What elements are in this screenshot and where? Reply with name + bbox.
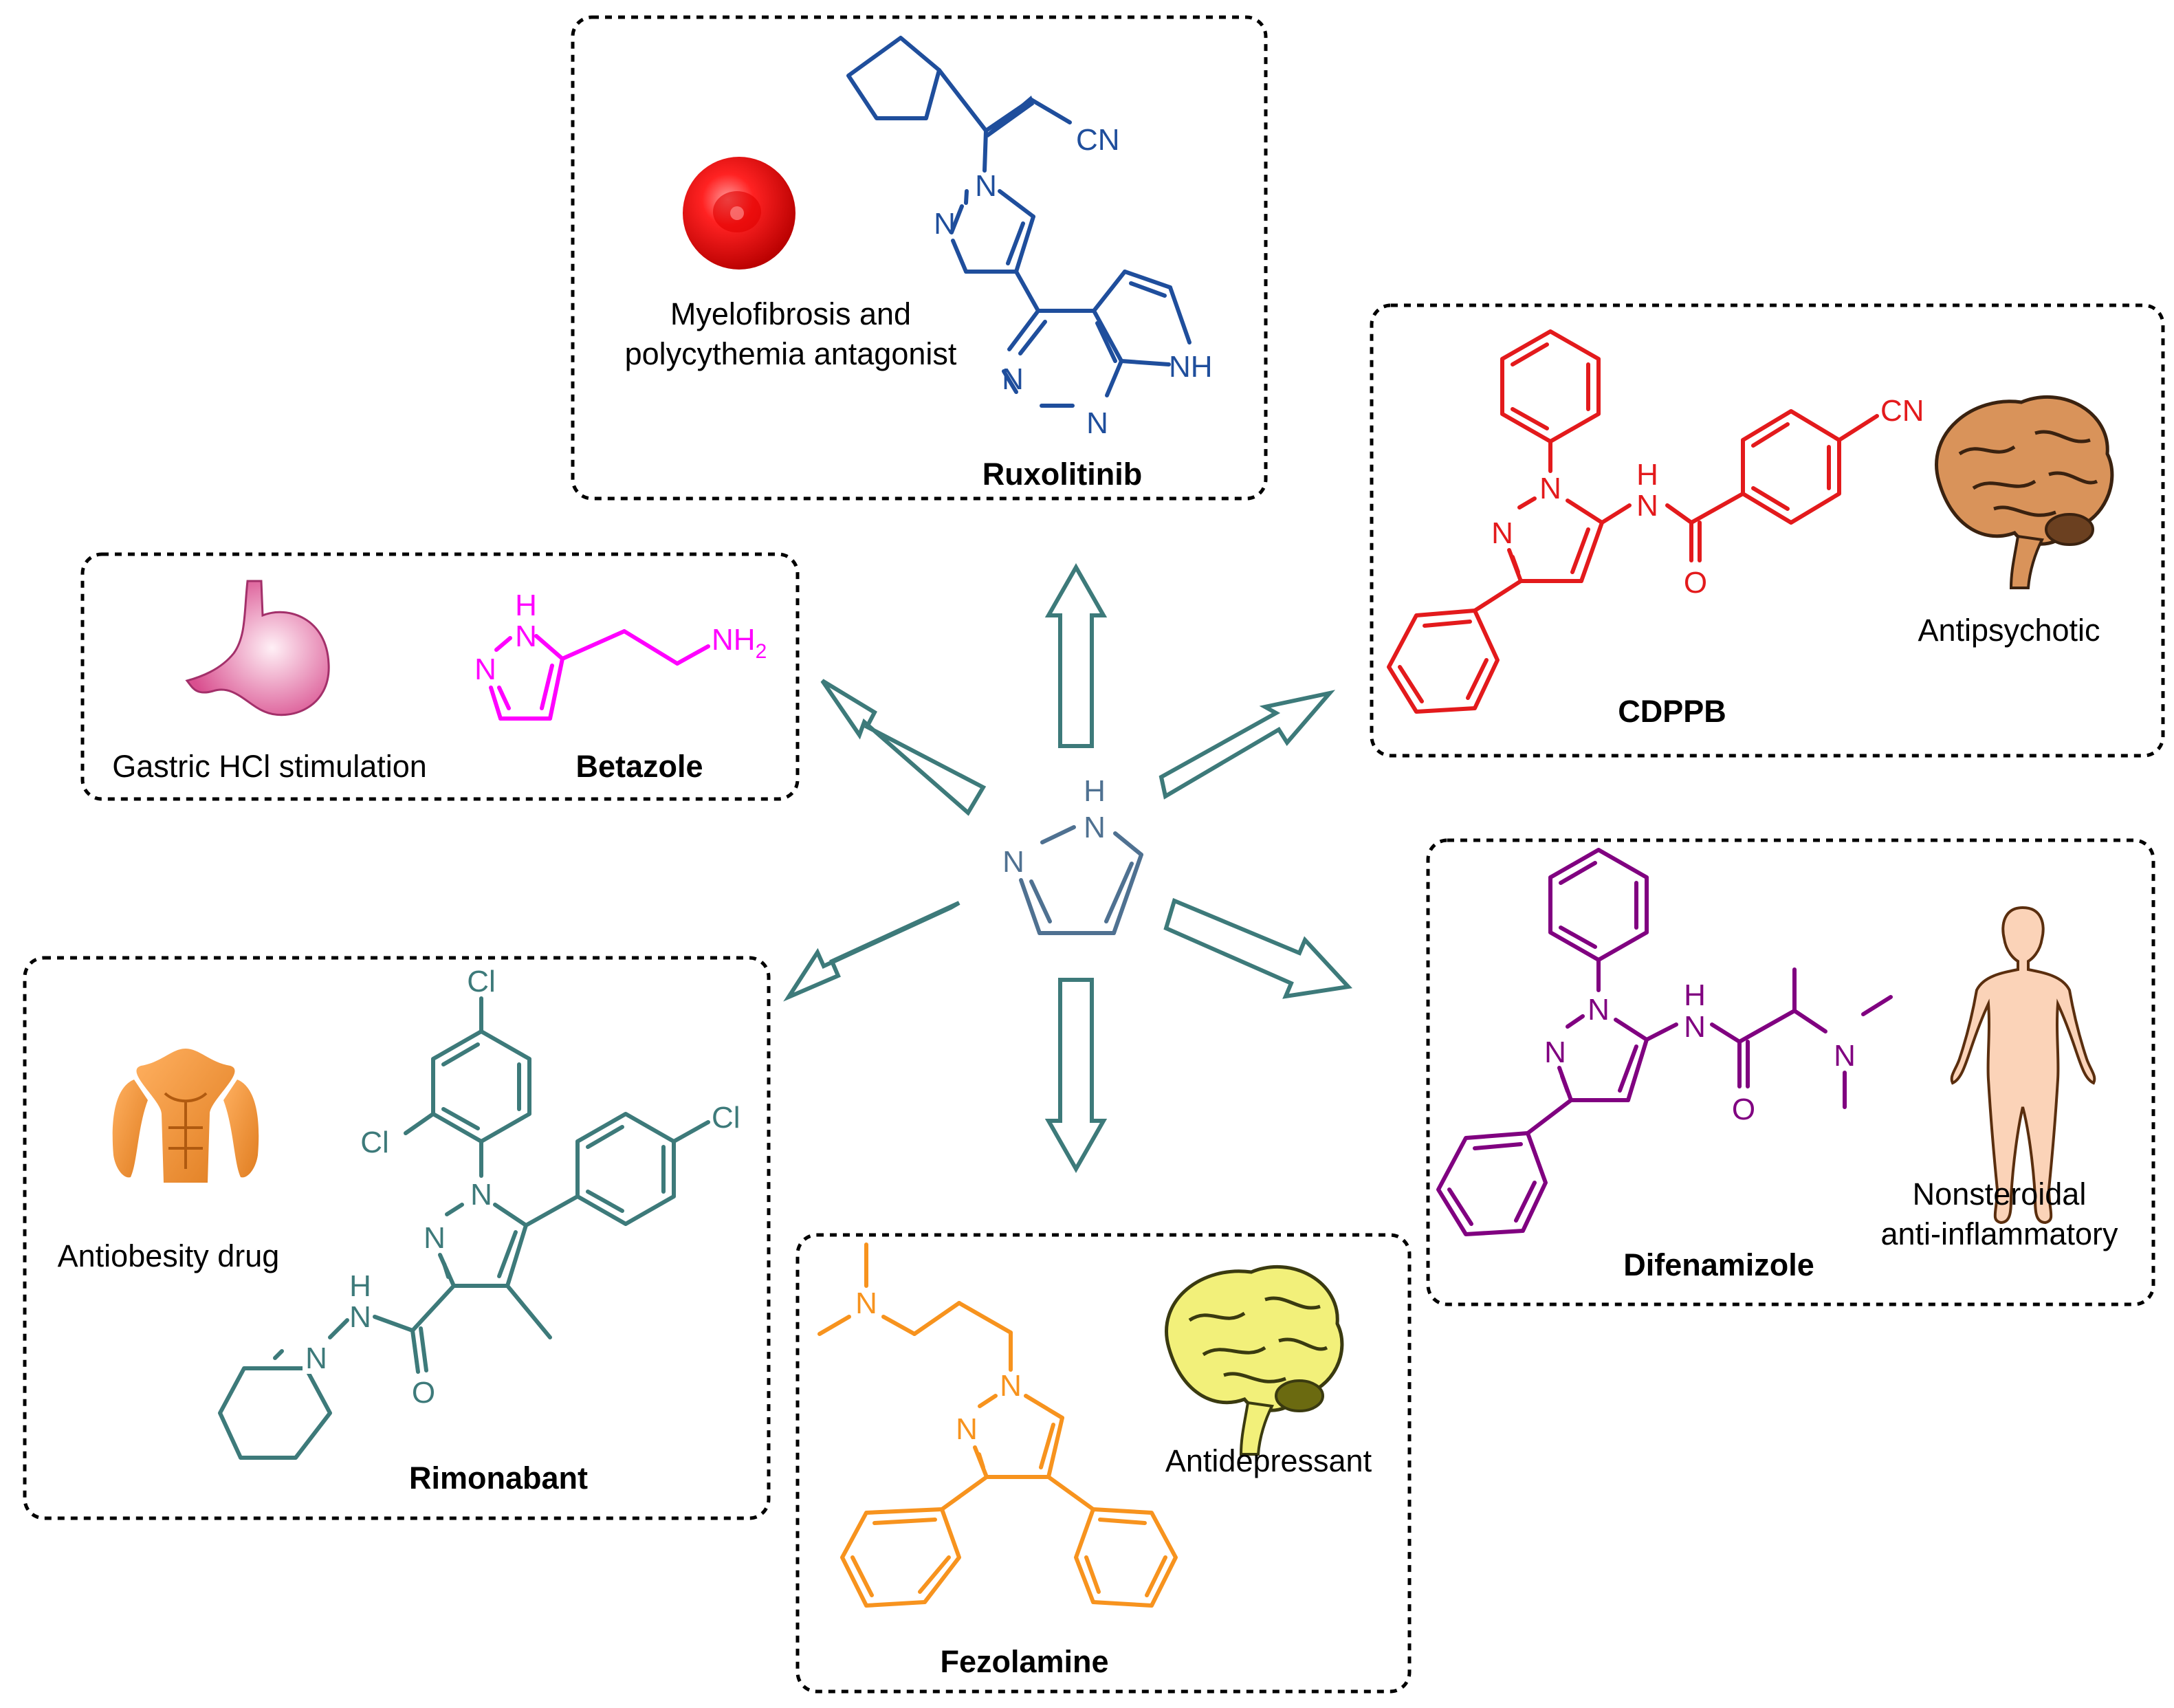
fezolamine-box	[795, 1233, 1412, 1694]
core-atom-n2: N	[1002, 845, 1024, 879]
fezolamine-name: Fezolamine	[940, 1644, 1108, 1679]
fezolamine-brain-icon	[1165, 1264, 1344, 1456]
blood-cell-icon	[683, 157, 795, 270]
core-atom-h: H	[1084, 774, 1106, 808]
cdppb-name: CDPPB	[1618, 694, 1726, 729]
cdppb-box	[1370, 303, 2165, 758]
torso-icon	[112, 1049, 259, 1183]
rimonabant-atom-o: O	[412, 1376, 435, 1410]
betazole-caption: Gastric HCl stimulation	[112, 749, 427, 784]
ruxolitinib-name: Ruxolitinib	[982, 457, 1142, 492]
betazole-name: Betazole	[575, 749, 703, 784]
ruxolitinib-caption-line1: Myelofibrosis and	[670, 296, 911, 331]
cdppb-atom-h: H	[1636, 458, 1658, 492]
difenamizole-atom-n4: N	[1834, 1039, 1856, 1073]
difenamizole-caption-line2: anti-inflammatory	[1880, 1216, 2118, 1251]
n-label-bg	[303, 1343, 330, 1374]
rimonabant-name: Rimonabant	[409, 1460, 588, 1496]
difenamizole-atom-n3: N	[1684, 1010, 1706, 1044]
wedge-bond	[986, 96, 1034, 138]
core-atom-n1: N	[1084, 811, 1106, 844]
rux-atom-cn: CN	[1076, 123, 1120, 157]
cdppb-atom-cn: CN	[1880, 394, 1924, 428]
cdppb-caption: Antipsychotic	[1918, 613, 2100, 648]
betazole-atom-nh2: NH2	[712, 623, 767, 663]
rimonabant-atom-n1: N	[470, 1178, 492, 1212]
core-pyrazole: H N N	[1002, 774, 1143, 935]
difenamizole-atom-h: H	[1684, 978, 1706, 1012]
arrows	[783, 562, 1353, 1174]
difenamizole-caption-line1: Nonsteroidal	[1913, 1176, 2087, 1212]
difenamizole-name: Difenamizole	[1623, 1247, 1814, 1282]
betazole-atom-h: H	[515, 589, 537, 622]
rimonabant-structure: Cl Cl Cl N N H N N O	[218, 965, 740, 1460]
ruxolitinib-structure: CN N N N N NH	[846, 36, 1213, 440]
human-body-icon	[1950, 906, 2096, 1225]
rux-atom-nh: NH	[1169, 350, 1213, 384]
ruxolitinib-caption-line2: polycythemia antagonist	[625, 336, 957, 371]
rimonabant-atom-cl1: Cl	[467, 965, 496, 998]
betazole-structure: H N N NH2	[474, 589, 767, 721]
arrow-upper-left	[820, 679, 987, 816]
rux-atom-n4: N	[1086, 406, 1108, 440]
stomach-icon	[185, 580, 330, 716]
arrow-upper-right	[1159, 690, 1336, 800]
fezolamine-caption: Antidepressant	[1165, 1443, 1372, 1478]
difenamizole-box	[1426, 838, 2155, 1306]
arrow-lower-left	[783, 901, 960, 1002]
rux-atom-n2: N	[934, 207, 956, 241]
rux-atom-n3: N	[1002, 362, 1024, 396]
rimonabant-atom-n4: N	[305, 1342, 327, 1375]
difenamizole-atom-o: O	[1732, 1093, 1755, 1126]
cdppb-structure: N N H N O CN	[1387, 329, 1924, 714]
betazole-atom-n1: N	[515, 620, 537, 653]
rux-atom-n1: N	[975, 169, 997, 203]
arrow-lower-right	[1163, 897, 1353, 999]
rimonabant-atom-n3: N	[349, 1300, 371, 1334]
fezolamine-atom-n2: N	[1000, 1369, 1022, 1403]
difenamizole-atom-n2: N	[1544, 1036, 1566, 1069]
ruxolitinib-box	[571, 15, 1268, 501]
fezolamine-atom-n1: N	[855, 1287, 877, 1320]
arrow-down	[1044, 978, 1108, 1174]
betazole-box	[80, 552, 800, 801]
cdppb-atom-n3: N	[1636, 489, 1658, 523]
difenamizole-atom-n1: N	[1588, 993, 1610, 1027]
cdppb-atom-n1: N	[1539, 472, 1561, 505]
rimonabant-atom-h: H	[349, 1269, 371, 1303]
cdppb-atom-o: O	[1684, 566, 1707, 600]
rimonabant-caption: Antiobesity drug	[58, 1238, 280, 1273]
rimonabant-box	[23, 956, 771, 1520]
difenamizole-structure: N N H N O N	[1436, 848, 1893, 1236]
arrow-up	[1044, 562, 1108, 748]
brain-icon	[1935, 395, 2114, 589]
fezolamine-structure: N N N	[817, 1242, 1178, 1608]
rimonabant-atom-cl3: Cl	[712, 1101, 740, 1135]
betazole-atom-n2: N	[474, 653, 496, 686]
cdppb-atom-n2: N	[1491, 516, 1513, 550]
rimonabant-atom-n2: N	[424, 1221, 446, 1255]
fezolamine-atom-n3: N	[956, 1412, 978, 1446]
rimonabant-atom-cl2: Cl	[360, 1126, 389, 1159]
